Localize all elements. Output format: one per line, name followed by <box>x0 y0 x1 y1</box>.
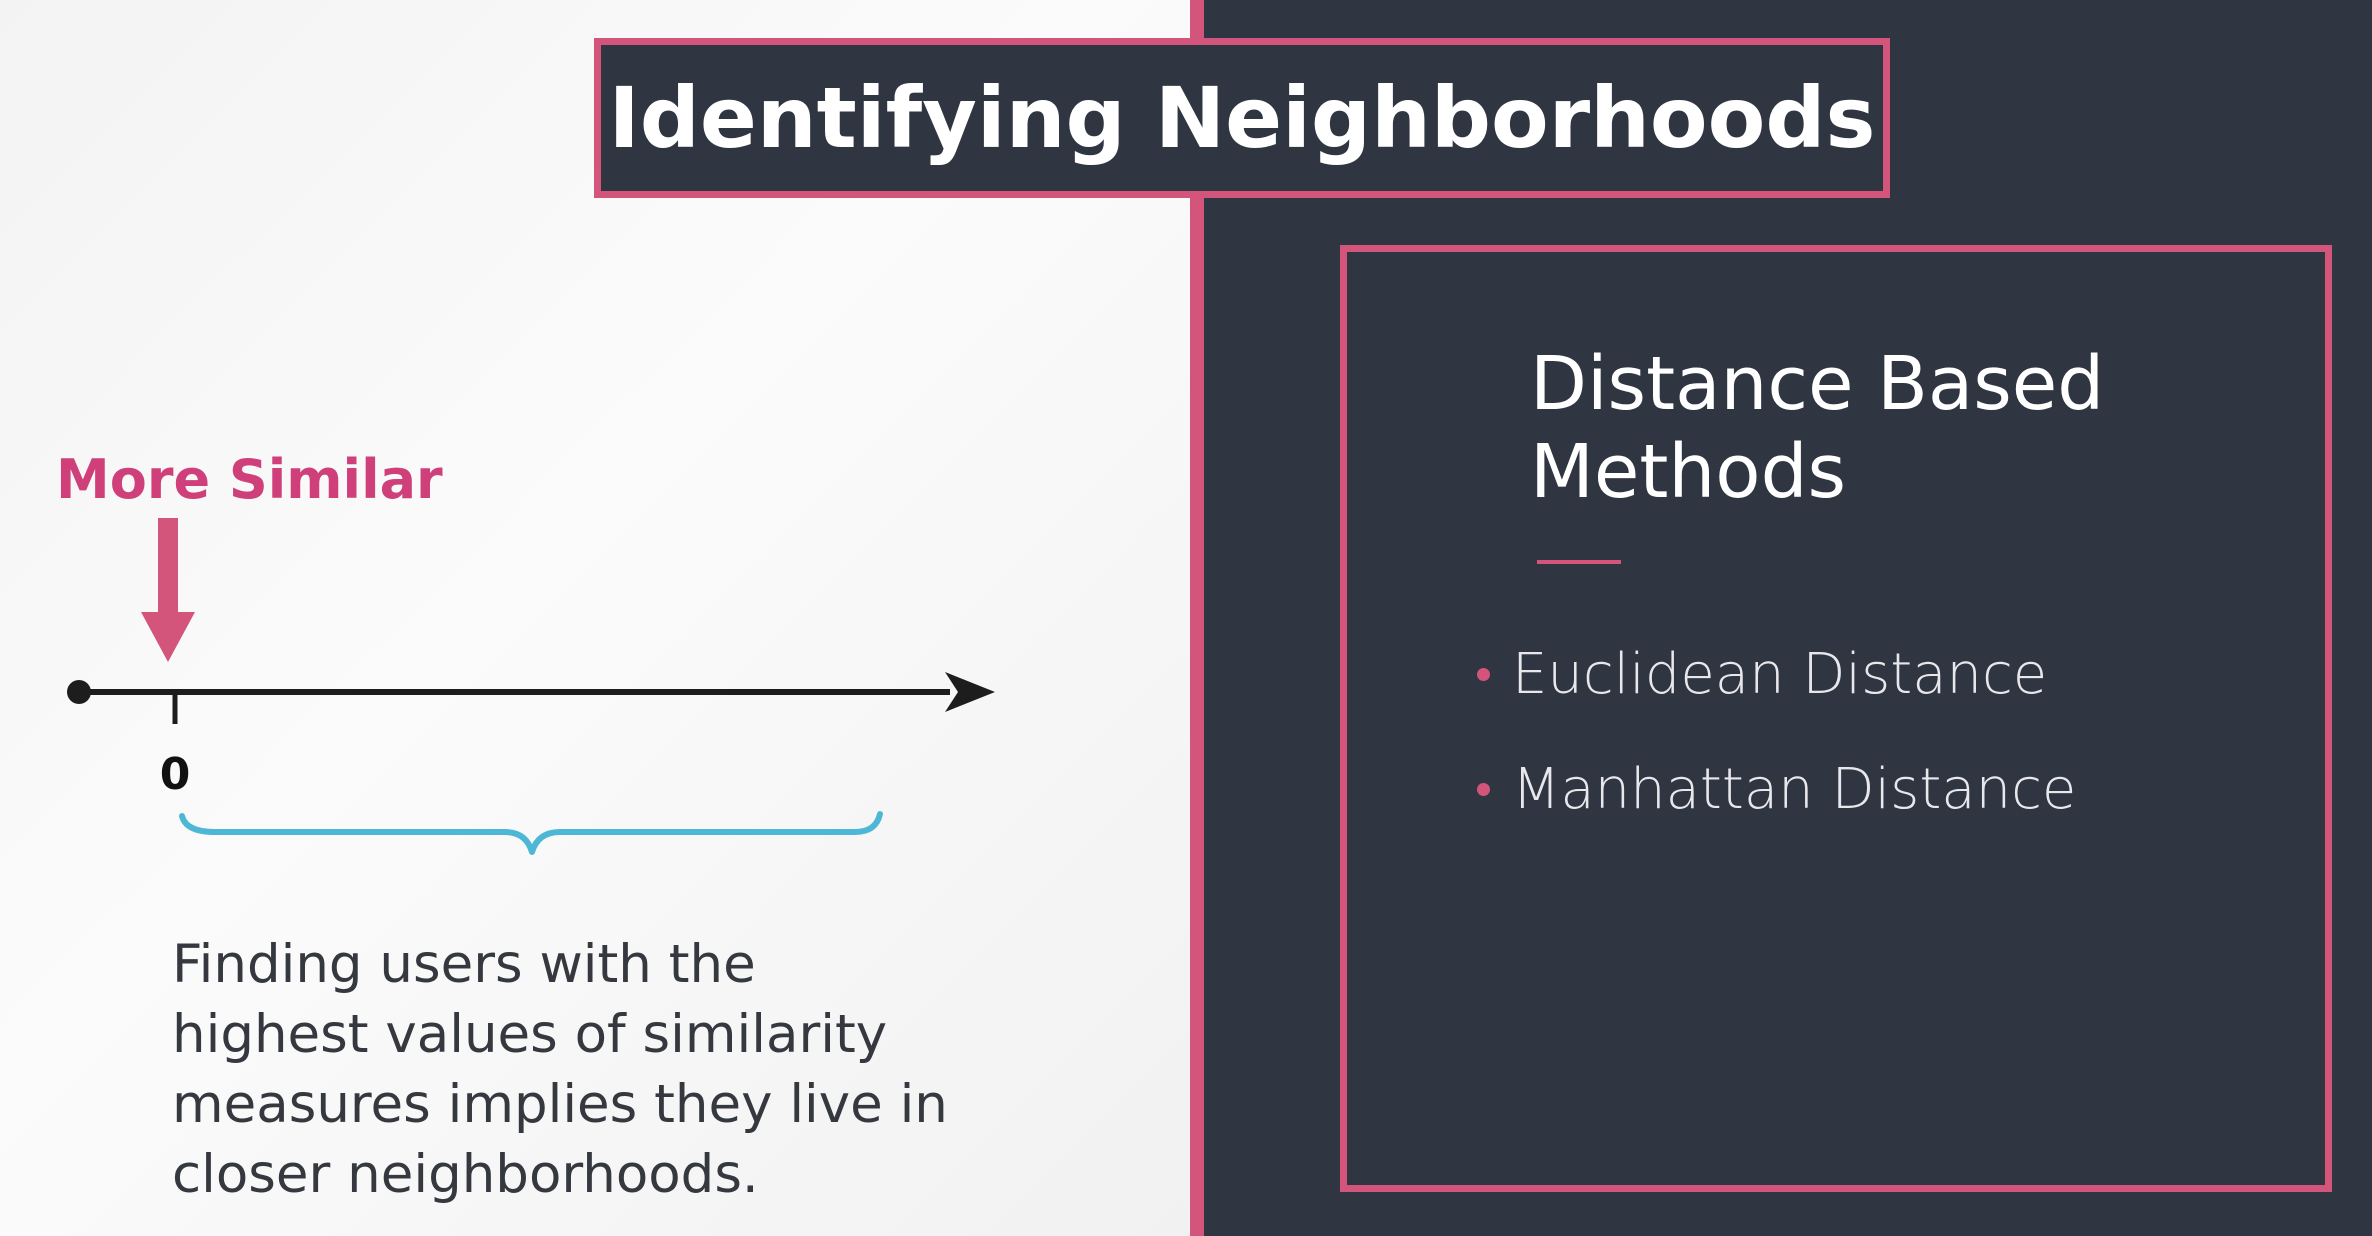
caption-line: closer neighborhoods. <box>172 1144 759 1205</box>
caption-line: highest values of similarity <box>172 1004 888 1065</box>
down-arrow-icon <box>141 518 195 662</box>
bullet-icon <box>1477 783 1490 796</box>
methods-heading-line: Distance Based <box>1530 341 2105 427</box>
bullet-icon <box>1477 668 1490 681</box>
panel-divider <box>1190 0 1204 1236</box>
right-panel <box>1204 0 2372 1236</box>
page-title: Identifying Neighborhoods <box>608 69 1876 167</box>
heading-underline <box>1537 560 1621 564</box>
list-item: Manhattan Distance <box>1477 732 2076 847</box>
diagram-caption: Finding users with the highest values of… <box>172 930 972 1210</box>
methods-heading: Distance Based Methods <box>1530 340 2290 516</box>
number-line <box>67 672 995 724</box>
more-similar-label: More Similar <box>56 448 443 511</box>
list-item-label: Manhattan Distance <box>1512 757 2077 822</box>
list-item-label: Euclidean Distance <box>1512 642 2048 707</box>
curly-brace-icon <box>179 811 883 855</box>
axis-tick-label: 0 <box>160 749 191 800</box>
left-panel <box>0 0 1190 1236</box>
list-item: Euclidean Distance <box>1477 617 2076 732</box>
caption-line: measures implies they live in <box>172 1074 948 1135</box>
similarity-axis-diagram: 0 <box>67 518 995 855</box>
distance-methods-box: Distance Based Methods Euclidean Distanc… <box>1340 245 2332 1192</box>
caption-line: Finding users with the <box>172 934 756 995</box>
axis-arrowhead-icon <box>945 672 995 712</box>
title-banner: Identifying Neighborhoods <box>594 38 1890 198</box>
methods-list: Euclidean Distance Manhattan Distance <box>1477 617 2076 847</box>
methods-heading-line: Methods <box>1530 429 1847 515</box>
